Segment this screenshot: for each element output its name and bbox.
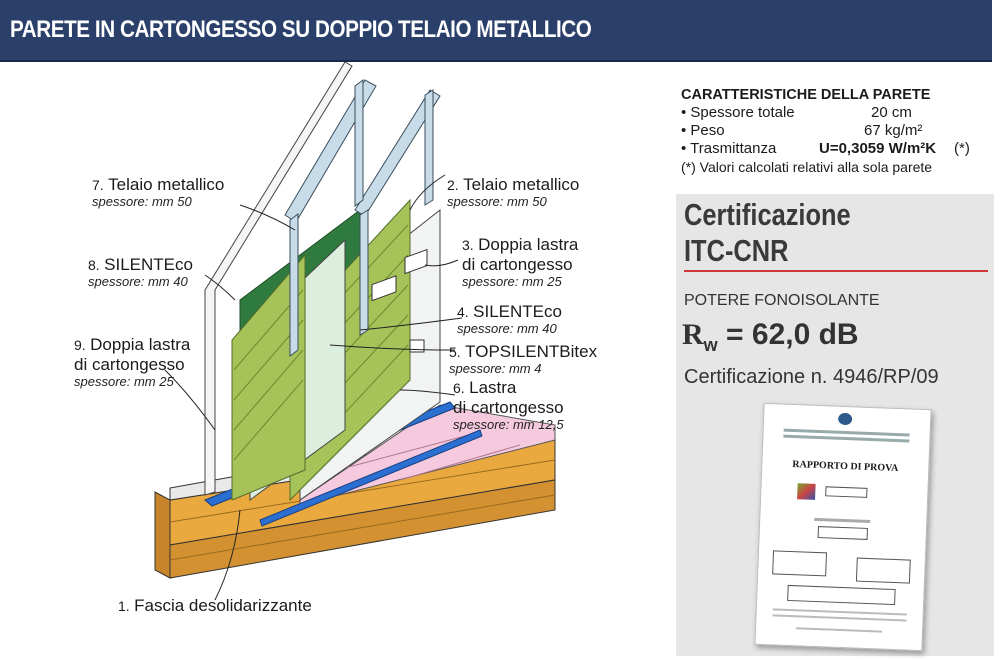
outer-plasterboard: [204, 62, 353, 496]
document-title: RAPPORTO DI PROVA: [792, 459, 899, 475]
wall-properties: CARATTERISTICHE DELLA PARETE • Spessore …: [681, 86, 970, 176]
properties-note: (*) Valori calcolati relativi alla sola …: [681, 159, 933, 175]
certification-subtitle: POTERE FONOISOLANTE: [684, 292, 880, 309]
property-row: • Spessore totale 20 cm: [681, 104, 912, 121]
label-doppia-lastra-9: 9. Doppia lastra di cartongesso spessore…: [74, 335, 191, 389]
certification-panel: Certificazione ITC-CNR POTERE FONOISOLAN…: [676, 194, 994, 656]
label-telaio-metallico-2: 2. Telaio metallico spessore: mm 50: [447, 175, 580, 209]
label-lastra-6: 6. Lastra di cartongesso spessore: mm 12…: [453, 378, 564, 432]
rw-value: Rw = 62,0 dB: [682, 318, 859, 355]
wall-section-illustration: [154, 62, 556, 601]
test-report-document: RAPPORTO DI PROVA: [754, 402, 932, 652]
metal-frame-back: [354, 89, 441, 336]
logo-icon: [797, 483, 816, 500]
properties-title: CARATTERISTICHE DELLA PARETE: [681, 87, 931, 103]
label-fascia-1: 1. Fascia desolidarizzante: [118, 596, 312, 615]
property-row: • Peso 67 kg/m²: [681, 122, 923, 139]
divider: [684, 270, 988, 272]
metal-frame-front: [284, 79, 377, 357]
label-silenteco-8: 8. SILENTEco spessore: mm 40: [88, 255, 193, 289]
page-title: PARETE IN CARTONGESSO SU DOPPIO TELAIO M…: [10, 16, 592, 43]
left-insulation: [231, 253, 306, 501]
leader-lines: [164, 174, 463, 601]
label-telaio-metallico-7: 7. Telaio metallico spessore: mm 50: [92, 175, 225, 209]
label-silenteco-4: 4. SILENTEco spessore: mm 40: [457, 302, 562, 336]
emblem-icon: [837, 412, 853, 426]
page-header: PARETE IN CARTONGESSO SU DOPPIO TELAIO M…: [0, 0, 992, 62]
certification-title: Certificazione ITC-CNR: [684, 197, 851, 268]
certification-number: Certificazione n. 4946/RP/09: [684, 366, 939, 388]
property-row: • Trasmittanza U=0,3059 W/m²K (*): [681, 140, 970, 157]
label-doppia-lastra-3: 3. Doppia lastra di cartongesso spessore…: [462, 235, 579, 289]
label-topsilentbitex-5: 5. TOPSILENTBitex spessore: mm 4: [449, 342, 598, 376]
